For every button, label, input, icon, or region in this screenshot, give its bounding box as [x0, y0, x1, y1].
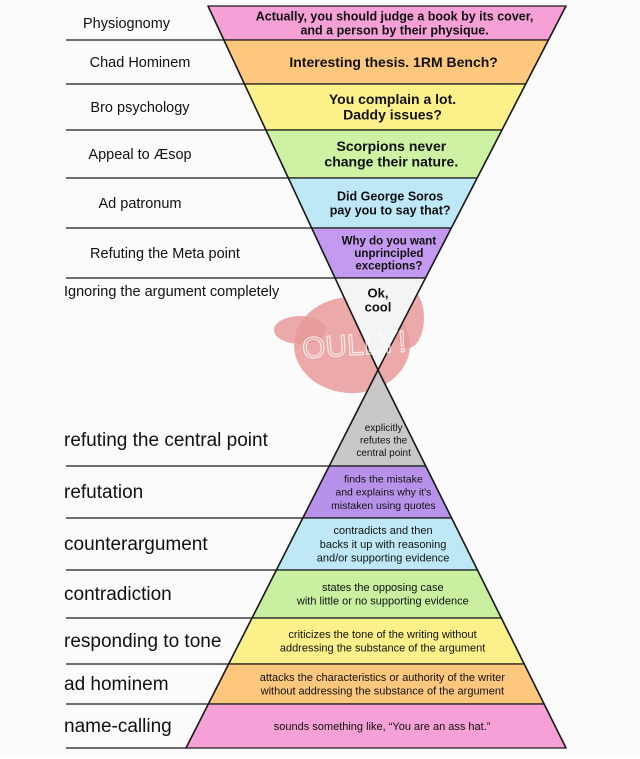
bottom-band-text: and explains why it's — [335, 487, 431, 499]
top-label: Refuting the Meta point — [90, 246, 240, 262]
bottom-label: refutation — [64, 482, 143, 503]
top-band-text: unprincipled — [354, 248, 423, 260]
top-band-text: Scorpions never — [336, 138, 446, 154]
top-band-text: pay you to say that? — [330, 203, 451, 217]
top-inverted-triangle: Actually, you should judge a book by its… — [207, 5, 567, 372]
outline-edge — [377, 369, 567, 749]
outline-edge — [207, 5, 379, 371]
triangle-outline — [185, 5, 567, 749]
bottom-band-text: attacks the characteristics or authority… — [260, 672, 505, 684]
outline-edge — [377, 5, 567, 371]
top-band-text: Why do you want — [342, 235, 437, 247]
bottom-label: counterargument — [64, 534, 208, 555]
top-label: Physiognomy — [83, 16, 171, 32]
bottom-band-text: with little or no supporting evidence — [296, 596, 469, 608]
watermark-text: OULLY! — [301, 325, 408, 365]
top-label: Ad patronum — [98, 196, 181, 212]
bottom-band-text: addressing the substance of the argument — [280, 643, 485, 655]
top-label: Appeal to Æsop — [88, 147, 191, 163]
bottom-label: refuting the central point — [64, 430, 269, 451]
bottom-band — [251, 569, 503, 619]
top-band-text: change their nature. — [324, 154, 458, 170]
top-label: Bro psychology — [90, 100, 190, 116]
top-band-text: exceptions? — [355, 261, 422, 273]
bottom-label: responding to tone — [64, 631, 221, 652]
top-band-text: Did George Soros — [337, 190, 443, 204]
bottom-band-text: without addressing the substance of the … — [260, 686, 504, 698]
bottom-band — [227, 617, 526, 665]
top-band-text: Interesting thesis. 1RM Bench? — [289, 54, 497, 70]
bottom-band-text: sounds something like, “You are an ass h… — [274, 721, 491, 733]
bottom-band-text: explicitly — [365, 423, 403, 434]
bottom-band-text: central point — [356, 448, 411, 459]
bottom-band-text: backs it up with reasoning — [320, 539, 447, 551]
top-band-text: and a person by their physique. — [300, 23, 488, 37]
top-band-text: Daddy issues? — [343, 107, 442, 123]
bottom-labels: refuting the central point refutation coun… — [64, 430, 330, 749]
top-band-text: You complain a lot. — [329, 91, 456, 107]
bottom-band-text: criticizes the tone of the writing witho… — [288, 629, 476, 641]
bottom-label: contradiction — [64, 584, 172, 605]
top-band-text: Ok, — [368, 285, 389, 300]
outline-edge — [185, 369, 379, 749]
top-band-text: Actually, you should judge a book by its… — [256, 10, 534, 24]
bottom-band-text: and/or supporting evidence — [317, 553, 450, 565]
bottom-band-text: mistaken using quotes — [331, 500, 435, 512]
bottom-label: ad hominem — [64, 674, 169, 695]
top-label: Ignoring the argument completely — [64, 284, 280, 300]
bottom-label: name-calling — [64, 716, 172, 737]
bottom-band — [207, 663, 546, 705]
top-band-text: cool — [365, 300, 392, 315]
bottom-band-text: refutes the — [360, 436, 408, 447]
mascot-arm — [274, 316, 326, 344]
bottom-band-text: contradicts and then — [334, 525, 433, 537]
top-label: Chad Hominem — [90, 55, 191, 71]
bottom-band-text: states the opposing case — [322, 582, 444, 594]
bottom-band-text: finds the mistake — [344, 474, 423, 486]
